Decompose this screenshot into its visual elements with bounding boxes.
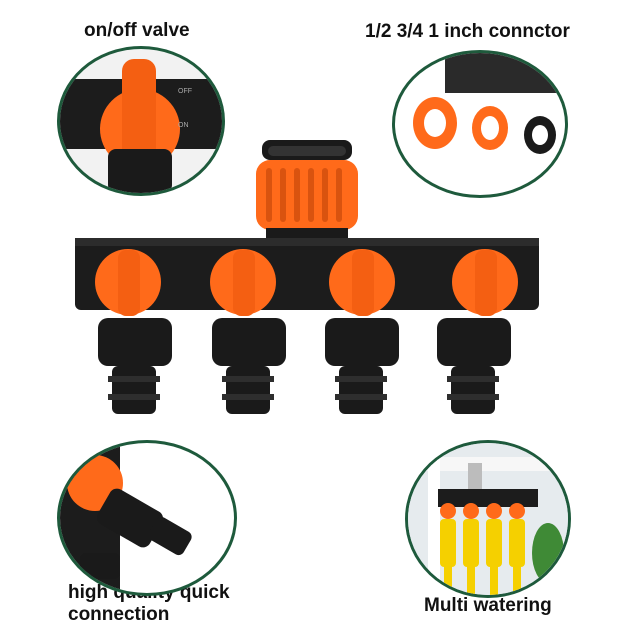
top-inlet-connector	[256, 140, 358, 242]
label-on-off-valve: on/off valve	[84, 20, 190, 41]
quick-connection-circle	[57, 440, 237, 596]
valve-closeup-circle: OFF ON	[57, 46, 225, 196]
connector-rings-circle	[392, 50, 568, 198]
valve-4	[437, 249, 518, 414]
multi-watering-circle	[405, 440, 571, 598]
valve-2	[210, 249, 286, 414]
valve-3	[325, 249, 399, 414]
label-multi-watering: Multi watering	[424, 595, 552, 616]
valve-1	[95, 249, 172, 414]
manifold-bar	[75, 238, 539, 310]
label-connector-sizes: 1/2 3/4 1 inch connctor	[365, 21, 570, 42]
off-mark: OFF	[178, 88, 192, 95]
on-mark: ON	[178, 122, 189, 129]
